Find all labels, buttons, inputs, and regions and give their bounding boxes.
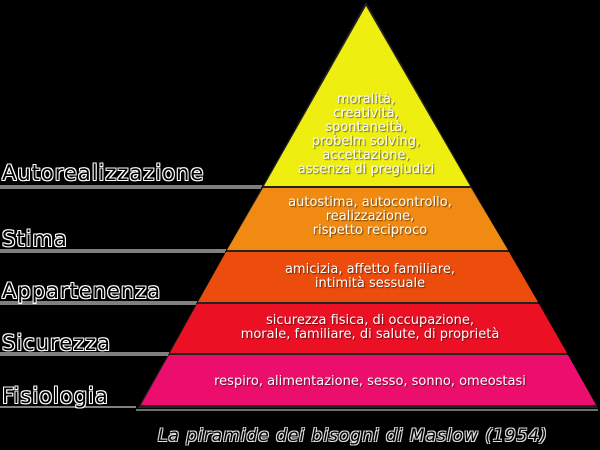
band-text-line: probelm solving, — [311, 134, 421, 149]
band-autorealizzazione — [264, 6, 470, 186]
band-text-line: sicurezza fisica, di occupazione, — [266, 313, 474, 328]
band-text-autorealizzazione: moralità, creatività, spontaneità, probe… — [266, 93, 466, 177]
band-text-line: spontaneità, — [325, 120, 407, 135]
level-label-autorealizzazione: Autorealizzazione — [2, 161, 205, 185]
band-text-line: creatività, — [333, 106, 399, 121]
band-text-line: morale, familiare, di salute, di proprie… — [240, 327, 500, 342]
band-appartenenza — [198, 252, 538, 302]
level-label-fisiologia: Fisiologia — [2, 384, 109, 408]
band-text-line: realizzazione, — [325, 209, 415, 224]
band-text-line: moralità, — [336, 92, 396, 107]
diagram-caption: La piramide dei bisogni di Maslow (1954) — [158, 426, 548, 446]
band-text-line: assenza di pregiudizi — [297, 162, 435, 177]
band-text-line: rispetto reciproco — [312, 223, 428, 238]
level-label-sicurezza: Sicurezza — [2, 331, 112, 355]
band-text-fisiologia: respiro, alimentazione, sesso, sonno, om… — [150, 375, 590, 389]
level-label-stima: Stima — [2, 227, 68, 251]
band-text-line: respiro, alimentazione, sesso, sonno, om… — [214, 374, 526, 389]
level-label-appartenenza: Appartenenza — [2, 279, 162, 303]
label-underlines — [0, 185, 598, 411]
band-stima — [227, 188, 508, 250]
band-text-sicurezza: sicurezza fisica, di occupazione, morale… — [190, 314, 550, 342]
band-text-line: autostima, autocontrollo, — [288, 195, 452, 210]
band-text-stima: autostima, autocontrollo, realizzazione,… — [240, 196, 500, 238]
band-text-appartenenza: amicizia, affetto familiare, intimità se… — [220, 263, 520, 291]
band-text-line: intimità sessuale — [314, 276, 426, 291]
band-sicurezza — [170, 304, 567, 353]
band-text-line: accettazione, — [322, 148, 410, 163]
band-text-line: amicizia, affetto familiare, — [284, 262, 456, 277]
band-fisiologia — [141, 355, 596, 405]
